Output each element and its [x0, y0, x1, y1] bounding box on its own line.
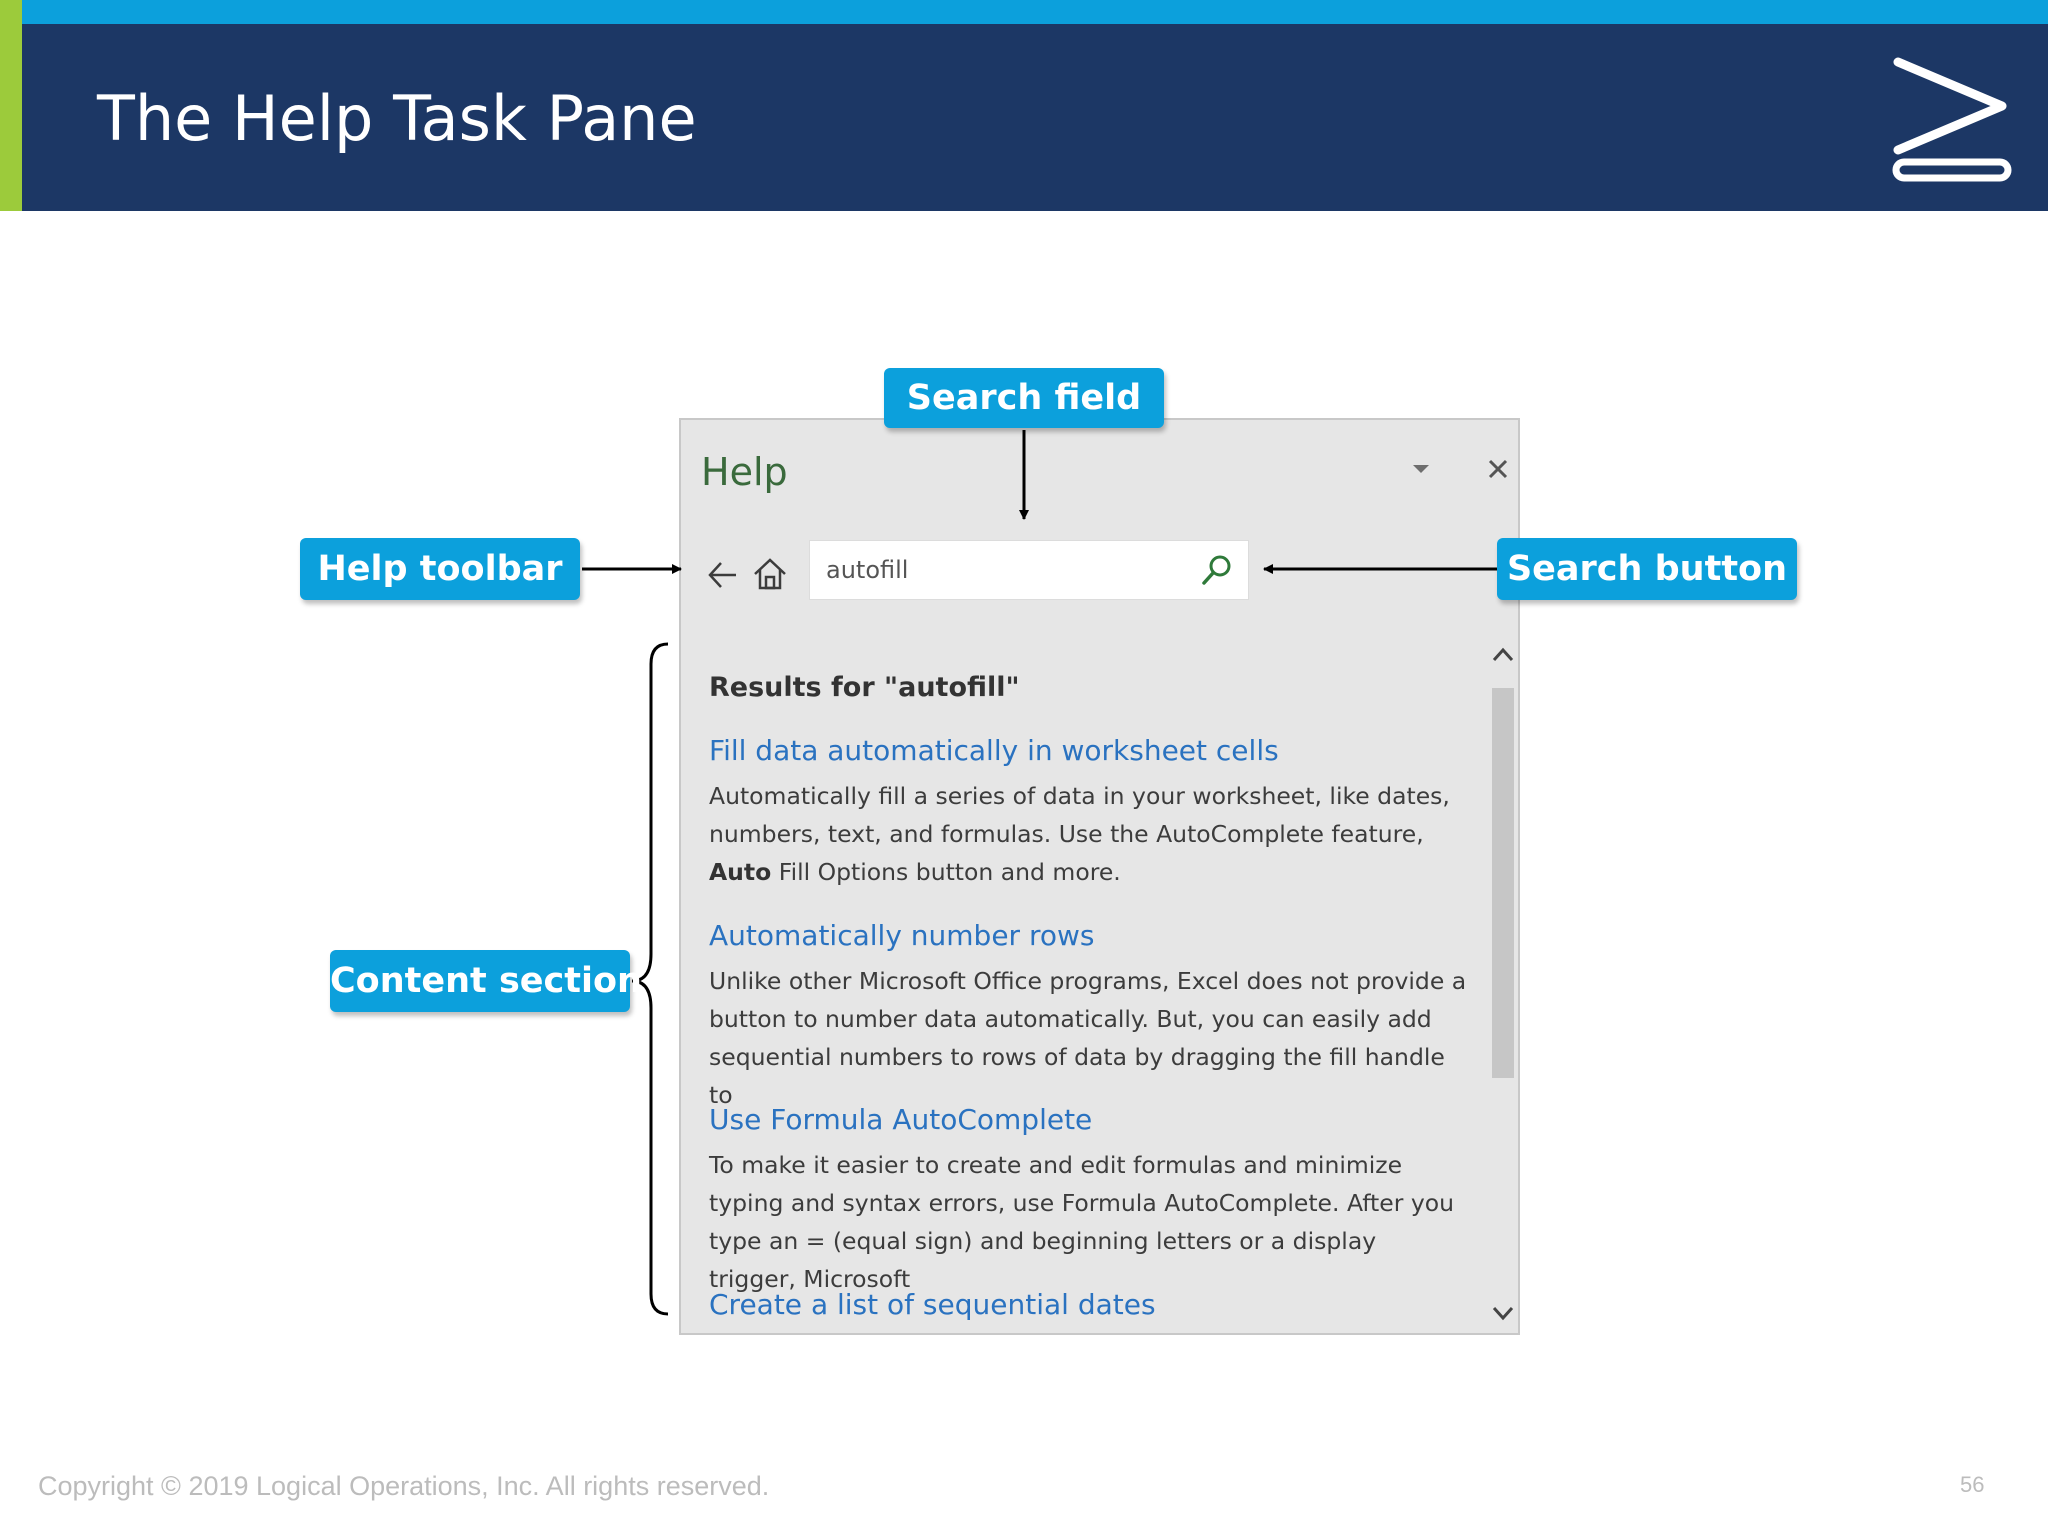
help-task-pane: Help Results for "autofill" Fill data au…	[679, 418, 1520, 1335]
result-description-text: Automatically fill a series of data in y…	[709, 782, 1450, 848]
home-icon[interactable]	[752, 556, 788, 592]
back-arrow-icon[interactable]	[706, 558, 740, 592]
result-description-text: Fill Options button and more.	[771, 858, 1121, 886]
result-description: Unlike other Microsoft Office programs, …	[709, 967, 1467, 1109]
page-number: 56	[1960, 1472, 1985, 1497]
scrollbar-thumb[interactable]	[1492, 688, 1514, 1078]
close-icon[interactable]	[1487, 458, 1509, 480]
search-icon[interactable]	[1200, 553, 1234, 587]
slide-header	[0, 24, 2048, 211]
top-accent-bar	[0, 0, 2048, 24]
chevron-down-icon[interactable]	[1411, 462, 1431, 476]
result-description-bold: Auto	[709, 858, 772, 886]
result-title-link[interactable]: Fill data automatically in worksheet cel…	[709, 734, 1279, 767]
search-input[interactable]	[826, 541, 1196, 599]
copyright-notice: Copyright © 2019 Logical Operations, Inc…	[38, 1471, 770, 1501]
callout-help-toolbar: Help toolbar	[300, 538, 580, 600]
result-description: To make it easier to create and edit for…	[709, 1151, 1455, 1293]
callout-content-section: Content section	[330, 950, 642, 1012]
chevron-down-icon[interactable]	[1488, 1294, 1518, 1334]
result-title-link[interactable]: Create a list of sequential dates	[709, 1288, 1156, 1321]
search-field	[809, 540, 1249, 600]
left-accent-bar	[0, 0, 22, 211]
callout-search-field: Search field	[884, 368, 1164, 428]
callout-search-button: Search button	[1497, 538, 1797, 600]
content-section: Results for "autofill" Fill data automat…	[681, 634, 1481, 1333]
scrollbar[interactable]	[1488, 634, 1518, 1334]
slide-title: The Help Task Pane	[97, 82, 697, 155]
logo-icon	[1892, 57, 2012, 182]
pane-title: Help	[701, 450, 788, 494]
chevron-up-icon[interactable]	[1488, 634, 1518, 674]
results-heading: Results for "autofill"	[709, 672, 1020, 703]
result-description: Automatically fill a series of data in y…	[709, 777, 1469, 891]
result-title-link[interactable]: Use Formula AutoComplete	[709, 1103, 1093, 1136]
result-title-link[interactable]: Automatically number rows	[709, 919, 1095, 952]
